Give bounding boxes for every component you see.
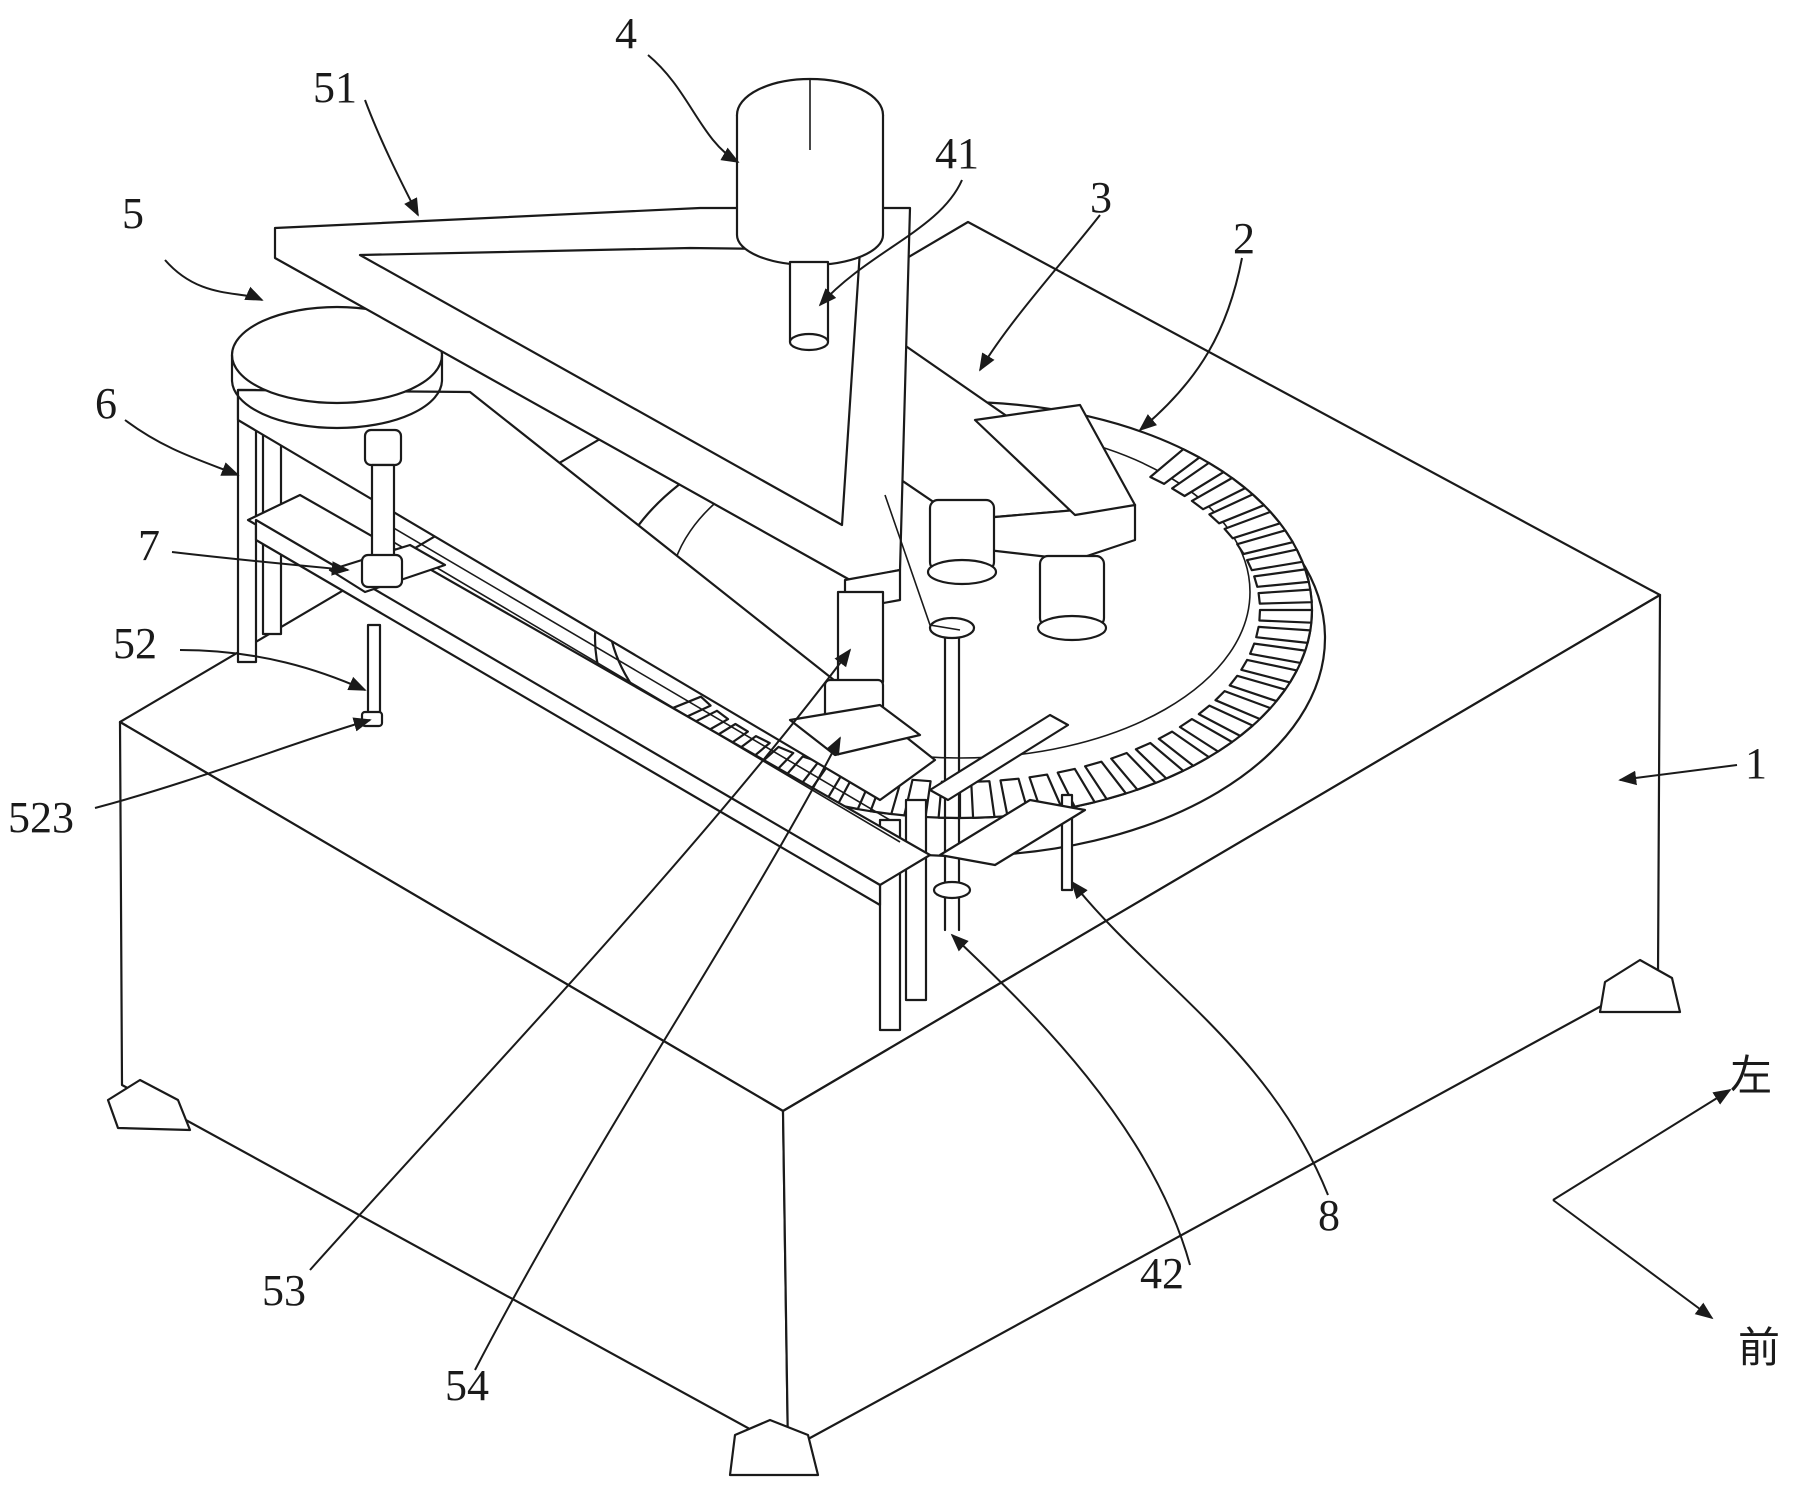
turntable-tooth	[1245, 548, 1304, 572]
turntable-tooth	[1248, 642, 1307, 665]
frame	[236, 388, 937, 1032]
turntable-tooth	[1110, 751, 1157, 791]
triangular-arm	[273, 206, 912, 612]
label-54: 54	[445, 1361, 489, 1410]
front-direction-label: 前	[1738, 1323, 1780, 1372]
leader-lines	[94, 54, 1738, 1371]
turntable-tooth	[1255, 625, 1312, 645]
turntable-tooth	[1253, 568, 1310, 588]
turntable-tooth	[1214, 689, 1272, 721]
turntable-teeth	[654, 448, 1314, 820]
turntable-tooth	[1083, 760, 1128, 801]
label-51: 51	[313, 63, 357, 112]
turntable-tooth	[1056, 767, 1096, 808]
label-1: 1	[1745, 739, 1767, 788]
turntable-tooth	[1134, 741, 1185, 780]
scraper	[928, 713, 1087, 892]
disc-5	[230, 305, 444, 589]
label-6: 6	[95, 379, 117, 428]
label-3: 3	[1090, 173, 1112, 222]
label-8: 8	[1318, 1191, 1340, 1240]
turntable-tooth	[1157, 730, 1211, 767]
label-42: 42	[1140, 1249, 1184, 1298]
label-4: 4	[615, 9, 637, 58]
turntable-tooth	[1228, 674, 1287, 703]
base-feet	[106, 958, 1682, 1477]
label-523: 523	[8, 793, 74, 842]
reference-numerals: 1 2 3 4 41 42 5 51 52 523 53 54 6 7 8	[8, 9, 1767, 1410]
label-52: 52	[113, 619, 157, 668]
turntable-tooth	[1170, 461, 1225, 498]
label-7: 7	[138, 521, 160, 570]
label-2: 2	[1233, 214, 1255, 263]
turntable-tooth	[1197, 704, 1254, 738]
turntable-tooth	[1208, 493, 1266, 525]
turntable-tooth	[1178, 717, 1234, 753]
turntable-tooth	[1258, 608, 1314, 624]
turntable-tooth	[1149, 448, 1201, 485]
turntable-tooth	[970, 780, 996, 820]
label-5: 5	[122, 189, 144, 238]
turntable-tooth	[1236, 529, 1294, 556]
turntable-tooth	[1190, 476, 1247, 511]
label-53: 53	[262, 1266, 306, 1315]
orientation-indicator: 左 前	[1552, 1051, 1780, 1372]
turntable-tooth	[1240, 658, 1298, 684]
turntable-tooth	[1257, 588, 1313, 605]
label-41: 41	[935, 129, 979, 178]
turntable-tooth	[1223, 510, 1282, 540]
left-direction-label: 左	[1730, 1051, 1772, 1100]
push-rod	[360, 623, 384, 728]
pillar	[788, 590, 922, 757]
